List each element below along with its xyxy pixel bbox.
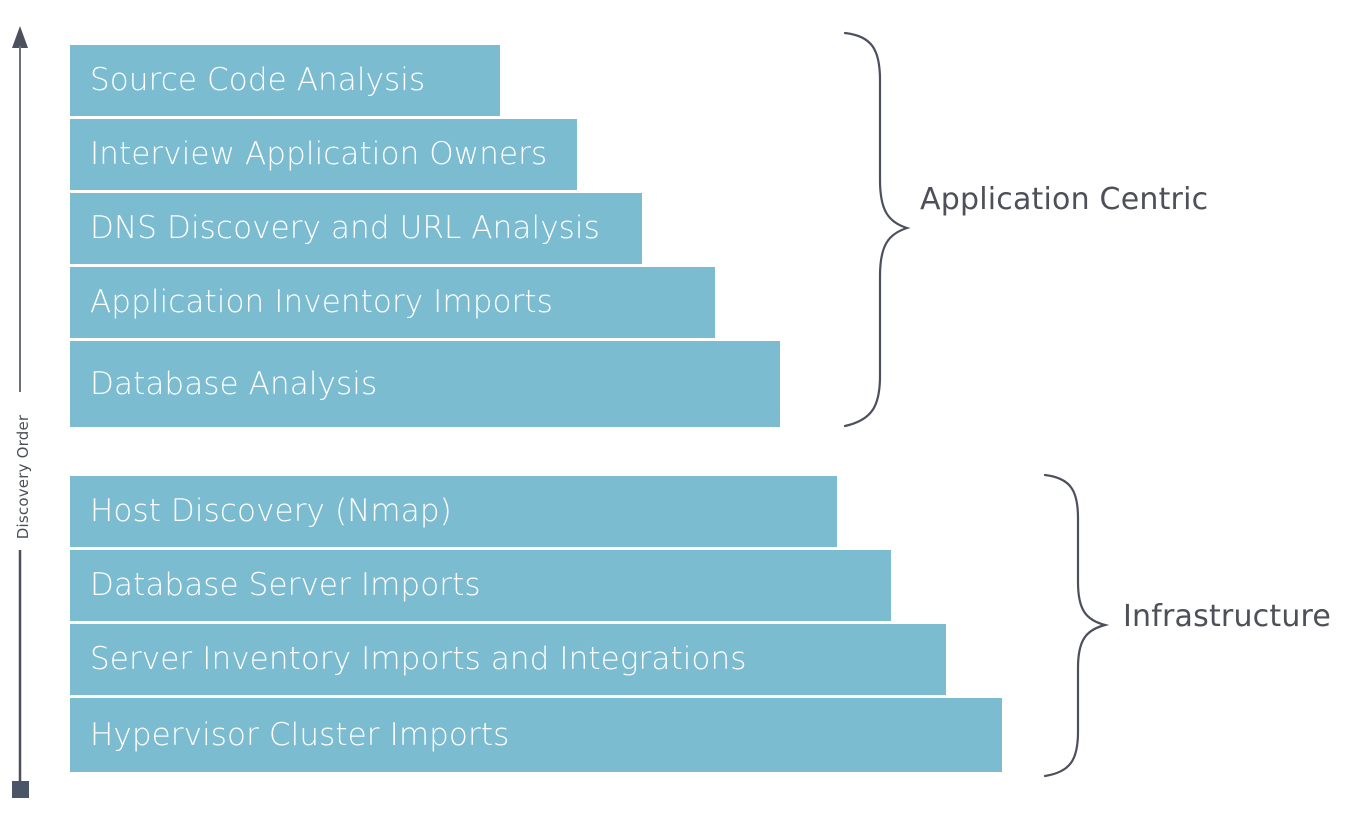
bar-label: Source Code Analysis — [90, 62, 426, 98]
bar-server-inventory-imports-and-integrations[interactable]: Server Inventory Imports and Integration… — [70, 624, 946, 695]
bar-application-inventory-imports[interactable]: Application Inventory Imports — [70, 267, 715, 338]
bar-label: Application Inventory Imports — [90, 284, 553, 320]
bar-dns-discovery-and-url-analysis[interactable]: DNS Discovery and URL Analysis — [70, 193, 642, 264]
bar-database-server-imports[interactable]: Database Server Imports — [70, 550, 891, 621]
bar-label: Interview Application Owners — [90, 136, 548, 172]
bar-label: Database Server Imports — [90, 567, 481, 603]
bar-label: Server Inventory Imports and Integration… — [90, 641, 747, 677]
up-arrow-icon — [12, 26, 28, 48]
group-label-application-centric: Application Centric — [920, 182, 1209, 217]
group-label-infrastructure: Infrastructure — [1123, 599, 1332, 634]
brace-application-centric — [843, 31, 911, 428]
bar-database-analysis[interactable]: Database Analysis — [70, 341, 780, 427]
bar-host-discovery-nmap[interactable]: Host Discovery (Nmap) — [70, 476, 837, 547]
bar-label: Host Discovery (Nmap) — [90, 493, 452, 529]
bar-label: Hypervisor Cluster Imports — [90, 716, 510, 753]
discovery-order-axis — [12, 26, 29, 798]
square-marker-icon — [12, 781, 29, 798]
bar-hypervisor-cluster-imports[interactable]: Hypervisor Cluster Imports — [70, 698, 1002, 772]
bar-label: DNS Discovery and URL Analysis — [90, 210, 600, 246]
bar-label: Database Analysis — [90, 365, 378, 402]
discovery-order-label: Discovery Order — [14, 414, 32, 540]
brace-infrastructure — [1043, 473, 1110, 778]
bar-interview-application-owners[interactable]: Interview Application Owners — [70, 119, 577, 190]
bar-source-code-analysis[interactable]: Source Code Analysis — [70, 45, 500, 116]
